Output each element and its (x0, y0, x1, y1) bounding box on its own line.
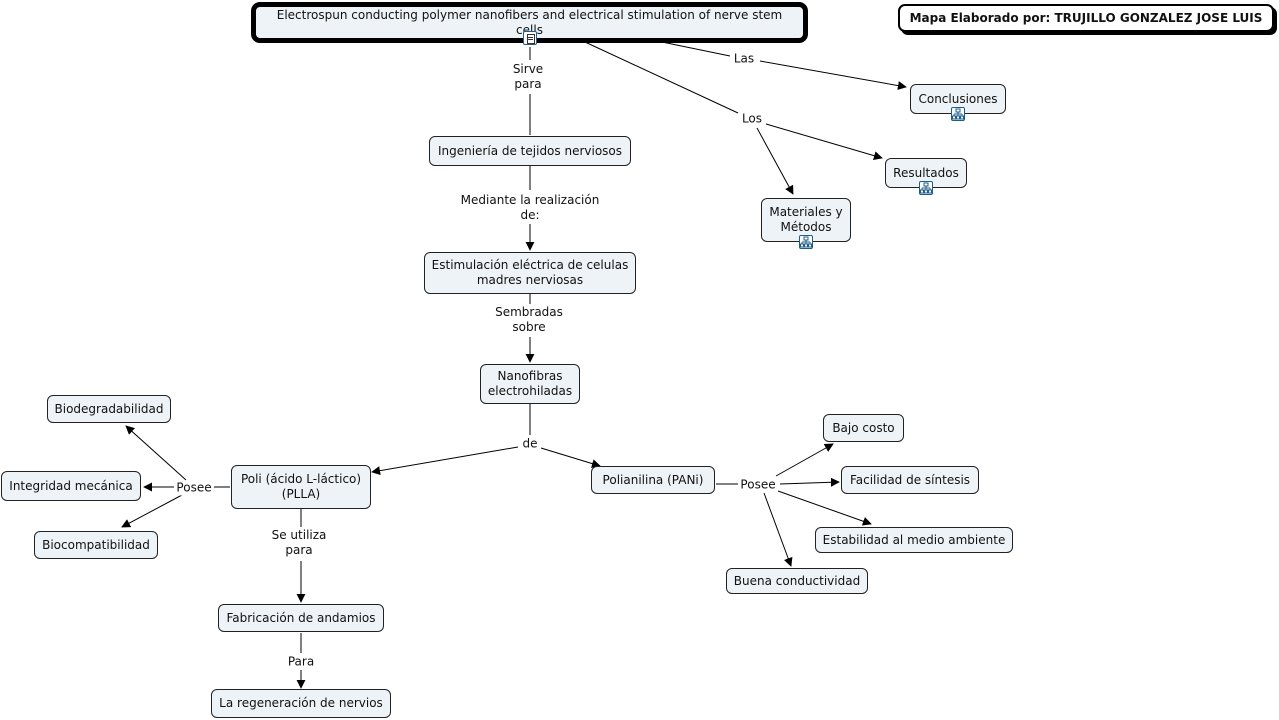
link-label-los: Los (740, 111, 764, 127)
concept-estimulacion[interactable]: Estimulación eléctrica de celulas madres… (424, 252, 636, 294)
link-label-para: Para (286, 654, 316, 670)
concept-label: Resultados (893, 165, 959, 180)
concept-integridad[interactable]: Integridad mecánica (1, 471, 141, 501)
link-label-las: Las (732, 51, 756, 67)
concept-label: Biocompatibilidad (42, 537, 150, 552)
link-label-de: de (521, 436, 539, 452)
concept-label: Nanofibras electrohiladas (487, 369, 573, 398)
concept-label: Fabricación de andamios (226, 610, 376, 625)
concept-label: La regeneración de nervios (219, 696, 383, 710)
concept-map-icon[interactable] (799, 235, 813, 249)
concept-label: Bajo costo (832, 420, 895, 435)
concept-polianilina[interactable]: Polianilina (PANi) (591, 466, 715, 494)
link-label-mediante: Mediante la realización de: (457, 193, 603, 223)
concept-plla[interactable]: Poli (ácido L-láctico) (PLLA) (231, 465, 371, 509)
link-label-sembradas: Sembradas sobre (492, 305, 566, 335)
concept-facilidad[interactable]: Facilidad de síntesis (841, 466, 979, 494)
concept-map-icon[interactable] (951, 107, 965, 121)
concept-biocompatibilidad[interactable]: Biocompatibilidad (34, 531, 158, 559)
concept-biodegradabilidad[interactable]: Biodegradabilidad (47, 395, 171, 423)
concept-label: Buena conductividad (733, 573, 861, 588)
concept-label: Estabilidad al medio ambiente (822, 532, 1006, 547)
concept-label: Conclusiones (918, 91, 998, 106)
concept-label: Ingeniería de tejidos nerviosos (437, 143, 623, 158)
link-label-posee-left: Posee (175, 480, 213, 496)
concept-label: Materiales y Métodos (769, 205, 843, 234)
link-label-posee-right: Posee (739, 477, 777, 493)
concept-label: Integridad mecánica (9, 478, 133, 493)
document-icon[interactable] (523, 31, 537, 45)
concept-buena[interactable]: Buena conductividad (726, 568, 868, 594)
concept-materiales[interactable]: Materiales y Métodos (761, 198, 851, 242)
concept-regeneracion[interactable]: La regeneración de nervios (211, 689, 391, 718)
concept-label: Biodegradabilidad (54, 401, 164, 416)
concept-label: Poli (ácido L-láctico) (PLLA) (240, 472, 362, 501)
concept-label: Polianilina (PANi) (602, 472, 704, 487)
concept-estabilidad[interactable]: Estabilidad al medio ambiente (815, 527, 1013, 553)
concept-ingenieria[interactable]: Ingeniería de tejidos nerviosos (429, 136, 631, 166)
link-label-se-utiliza: Se utiliza para (266, 528, 332, 558)
concept-label: Estimulación eléctrica de celulas madres… (431, 258, 629, 287)
concept-bajo-costo[interactable]: Bajo costo (823, 414, 904, 442)
concept-nanofibras[interactable]: Nanofibras electrohiladas (480, 364, 580, 404)
concept-label: Facilidad de síntesis (849, 472, 971, 487)
concept-map-icon[interactable] (919, 181, 933, 195)
link-label-sirve-para: Sirve para (507, 62, 549, 92)
author-text: Mapa Elaborado por: TRUJILLO GONZALEZ JO… (909, 10, 1263, 25)
concept-fabricacion[interactable]: Fabricación de andamios (218, 604, 384, 632)
author-node: Mapa Elaborado por: TRUJILLO GONZALEZ JO… (898, 4, 1274, 32)
